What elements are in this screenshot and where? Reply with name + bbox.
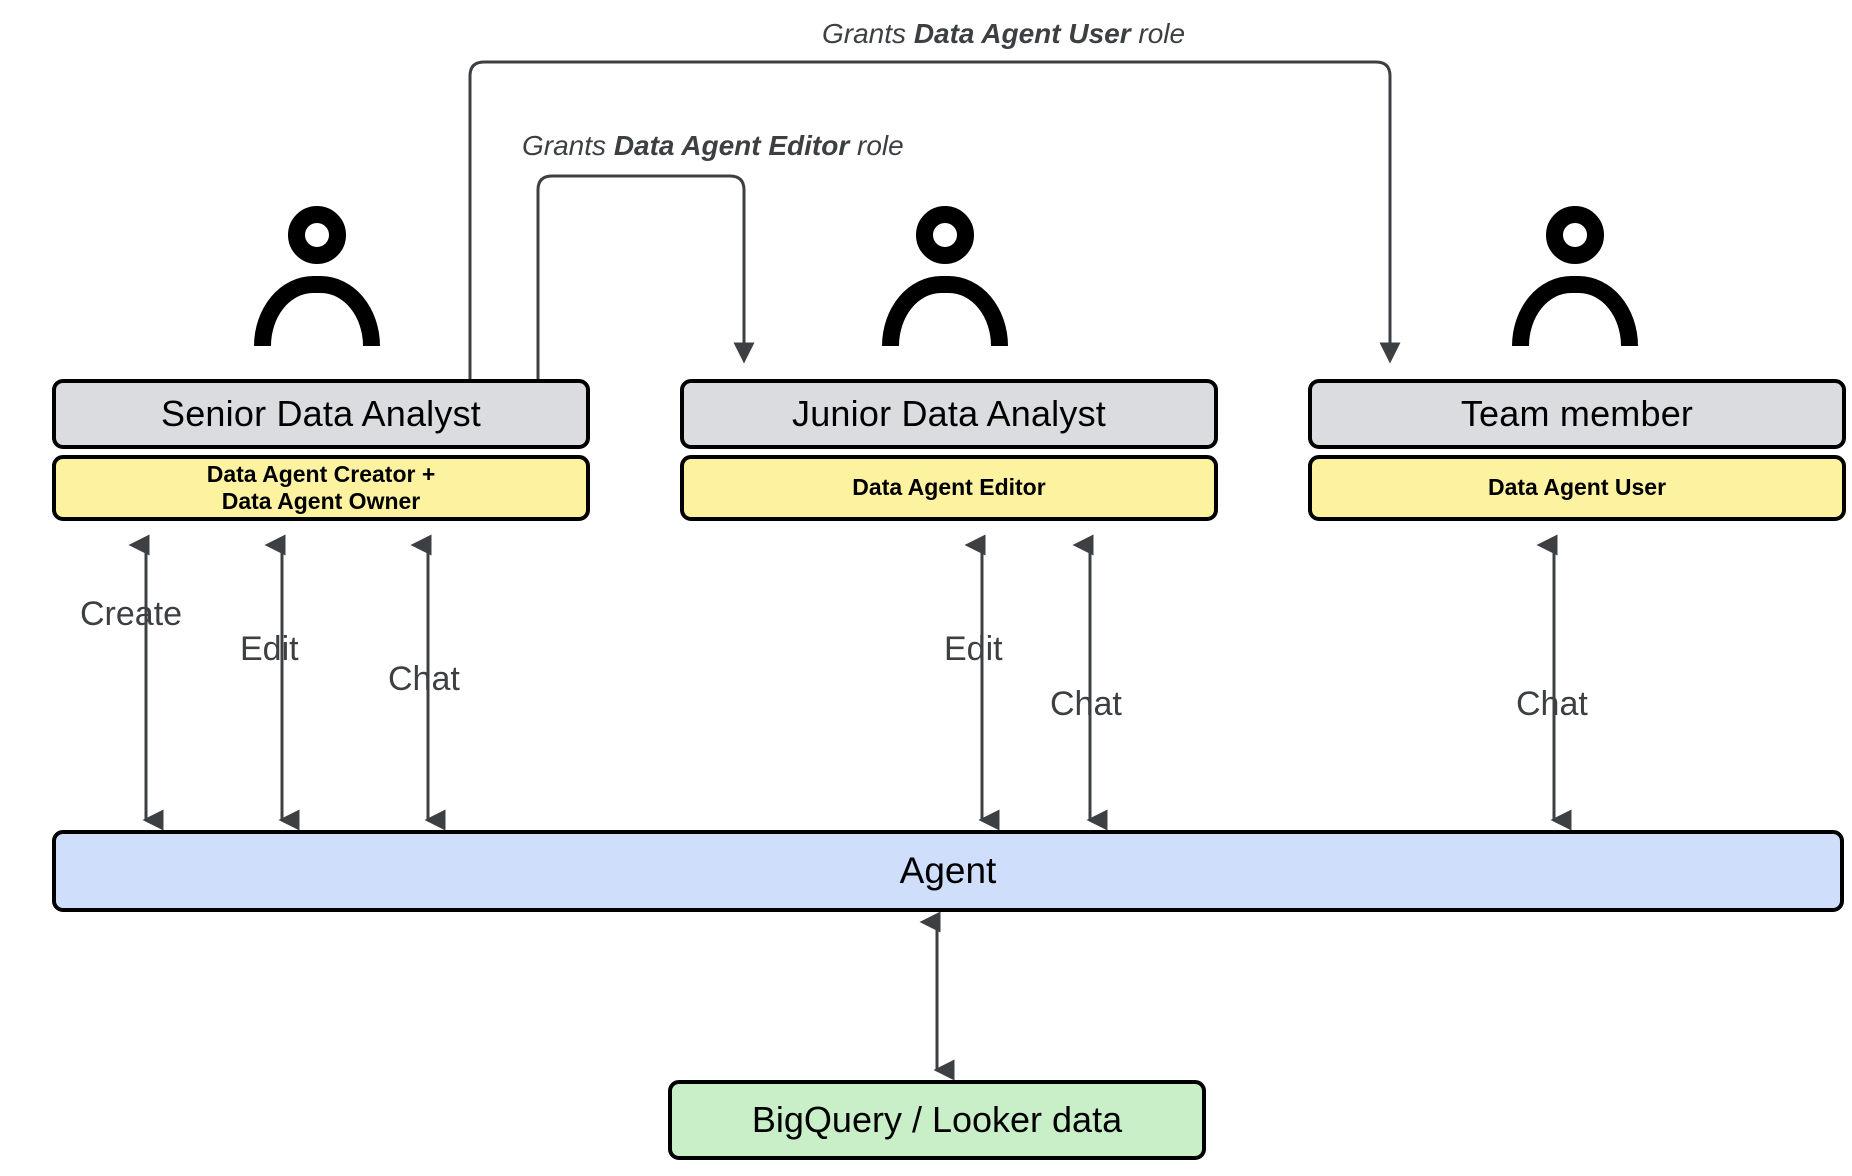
grant-prefix: Grants bbox=[822, 18, 914, 49]
persona-role-team-member[interactable]: Data Agent User bbox=[1308, 455, 1846, 521]
persona-role-line-1: Data Agent Creator + bbox=[206, 460, 436, 487]
person-head-icon bbox=[1546, 206, 1604, 264]
person-head-icon bbox=[916, 206, 974, 264]
persona-role-label: Data Agent User bbox=[1487, 474, 1667, 501]
persona-title-label: Senior Data Analyst bbox=[161, 393, 481, 434]
persona-title-team-member[interactable]: Team member bbox=[1308, 379, 1846, 449]
flow-label-edit-junior: Edit bbox=[944, 630, 1003, 668]
persona-title-label: Junior Data Analyst bbox=[792, 393, 1106, 434]
data-source-label: BigQuery / Looker data bbox=[751, 1099, 1123, 1140]
persona-role-line-2: Data Agent Owner bbox=[221, 488, 421, 514]
grant-editor-connector bbox=[536, 174, 755, 380]
agent-label: Agent bbox=[899, 850, 997, 891]
grant-suffix: role bbox=[849, 130, 904, 161]
grant-suffix: role bbox=[1130, 18, 1186, 49]
grant-label-data-agent-user: Grants Data Agent User role bbox=[822, 18, 1185, 50]
person-icon-team-member bbox=[1506, 206, 1654, 346]
flow-label-chat-team: Chat bbox=[1516, 685, 1588, 723]
persona-role-junior-data-analyst[interactable]: Data Agent Editor bbox=[680, 455, 1218, 521]
data-source-box[interactable]: BigQuery / Looker data bbox=[668, 1080, 1206, 1160]
person-body-icon bbox=[254, 276, 380, 346]
person-body-icon bbox=[1512, 276, 1638, 346]
person-icon-senior-data-analyst bbox=[248, 206, 396, 346]
flow-label-create: Create bbox=[80, 595, 183, 633]
person-head-icon bbox=[288, 206, 346, 264]
persona-title-label: Team member bbox=[1460, 393, 1694, 434]
flow-label-edit-senior: Edit bbox=[240, 630, 299, 668]
flow-label-chat-senior: Chat bbox=[388, 660, 460, 698]
grant-label-data-agent-editor: Grants Data Agent Editor role bbox=[522, 130, 904, 162]
grant-role: Data Agent Editor bbox=[613, 130, 850, 161]
persona-role-label: Data Agent Creator + Data Agent Owner bbox=[207, 461, 436, 515]
person-icon-junior-data-analyst bbox=[876, 206, 1024, 346]
agent-bar[interactable]: Agent bbox=[52, 830, 1844, 912]
persona-title-senior-data-analyst[interactable]: Senior Data Analyst bbox=[52, 379, 590, 449]
grant-prefix: Grants bbox=[522, 130, 614, 161]
person-body-icon bbox=[882, 276, 1008, 346]
grant-role: Data Agent User bbox=[913, 18, 1131, 49]
flow-label-chat-junior: Chat bbox=[1050, 685, 1122, 723]
persona-role-senior-data-analyst[interactable]: Data Agent Creator + Data Agent Owner bbox=[52, 455, 590, 521]
persona-role-label: Data Agent Editor bbox=[852, 474, 1046, 501]
persona-title-junior-data-analyst[interactable]: Junior Data Analyst bbox=[680, 379, 1218, 449]
